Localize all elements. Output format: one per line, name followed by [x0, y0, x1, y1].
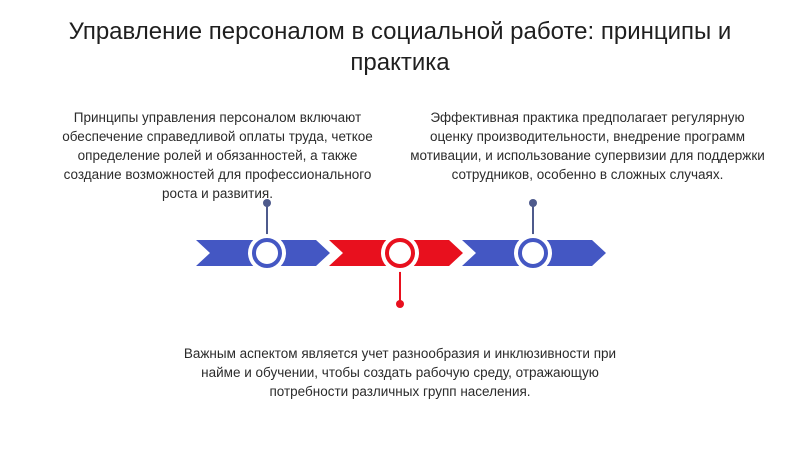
text-block-practice: Эффективная практика предполагает регуля… — [410, 110, 765, 182]
connector-dot-2 — [529, 199, 537, 207]
timeline-node-1 — [248, 234, 286, 272]
connector-dot-1 — [263, 199, 271, 207]
connector-dot-3 — [396, 300, 404, 308]
timeline-node-3 — [514, 234, 552, 272]
timeline-node-2 — [381, 234, 419, 272]
text-block-principles: Принципы управления персоналом включают … — [62, 110, 373, 201]
page-title: Управление персоналом в социальной работ… — [68, 18, 732, 76]
text-block-diversity: Важным аспектом является учет разнообраз… — [183, 346, 617, 399]
